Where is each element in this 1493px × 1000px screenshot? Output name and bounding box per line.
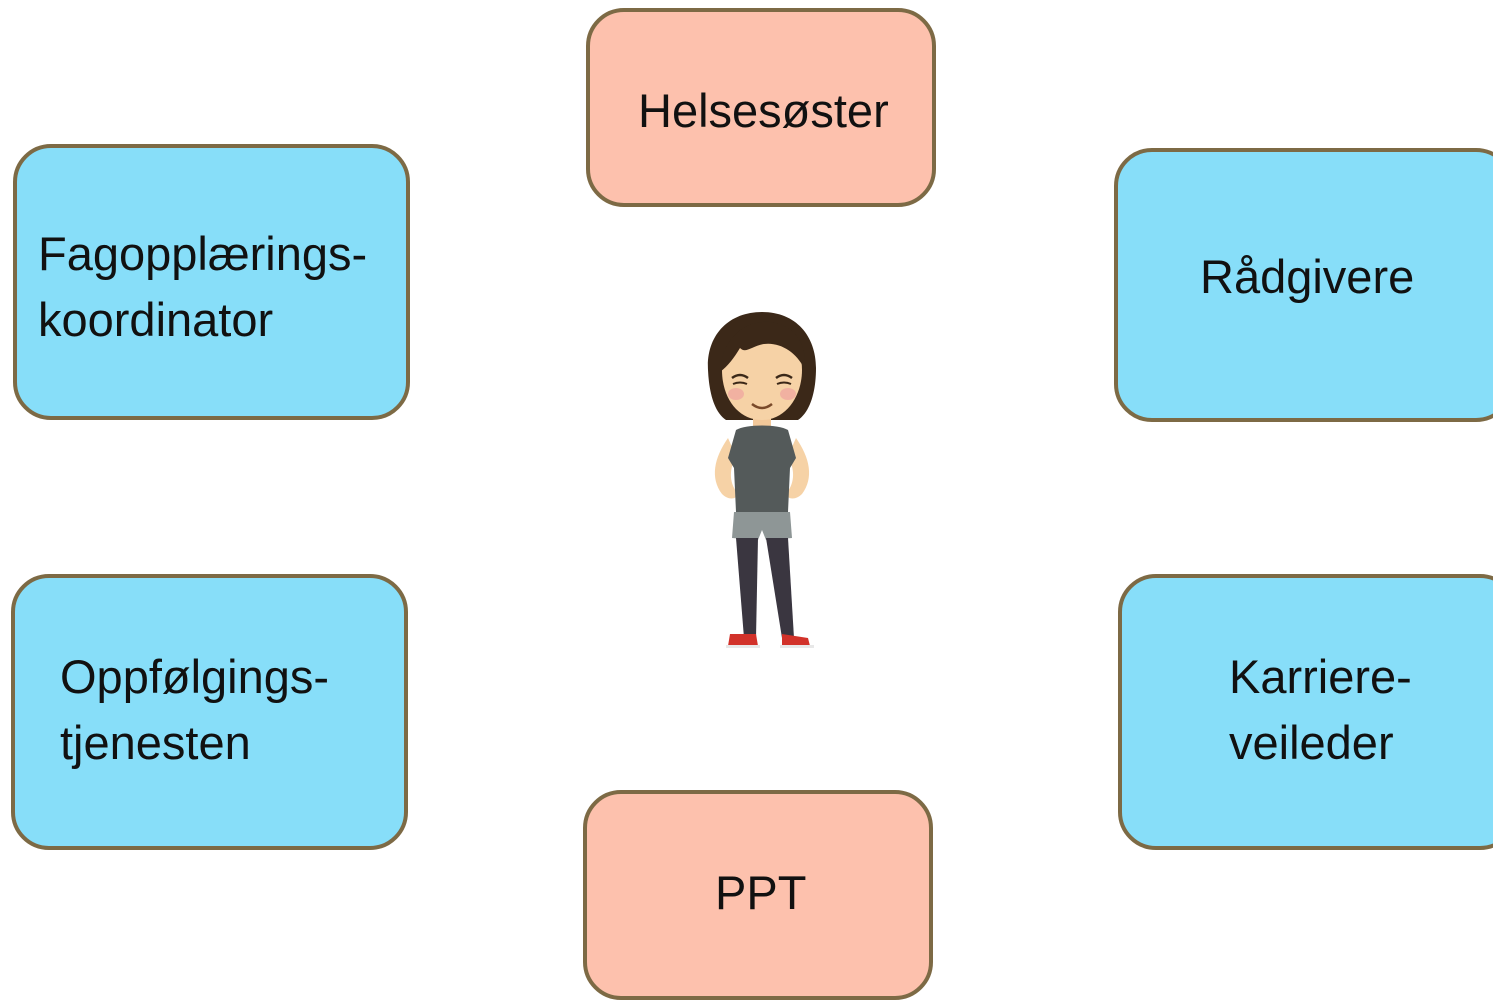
role-label-fagopplaeringskoordinator: Fagopplærings- koordinator [38, 227, 368, 346]
role-box-oppfolgingstjenesten: Oppfølgings- tjenesten [11, 574, 408, 850]
student-girl-icon [707, 312, 816, 648]
role-box-radgivere: Rådgivere [1114, 148, 1493, 422]
role-label-radgivere: Rådgivere [1200, 250, 1415, 303]
role-box-fagopplaeringskoordinator: Fagopplærings- koordinator [13, 144, 410, 420]
role-label-oppfolgingstjenesten: Oppfølgings- tjenesten [60, 650, 330, 769]
role-box-karriereveileder: Karriere- veileder [1118, 574, 1493, 850]
role-label-karriereveileder: Karriere- veileder [1229, 650, 1412, 769]
role-label-helsesoster: Helsesøster [638, 84, 889, 137]
role-box-ppt: PPT [583, 790, 933, 1000]
role-box-helsesoster: Helsesøster [586, 8, 936, 207]
role-label-ppt: PPT [715, 866, 807, 919]
